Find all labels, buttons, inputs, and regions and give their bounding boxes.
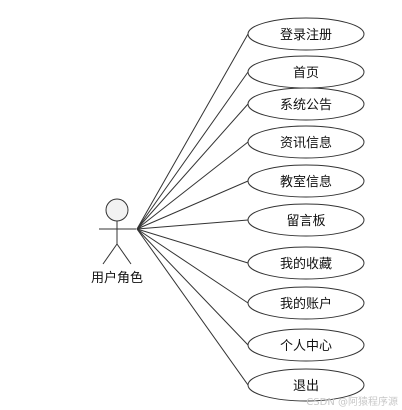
use-case-ellipse [247,246,365,280]
use-case: 退出 [247,368,365,402]
use-case-label: 首页 [293,66,319,81]
association-line [136,228,249,346]
use-case-label: 登录注册 [280,28,332,43]
association-line [136,71,249,230]
use-case: 首页 [247,55,365,89]
use-case-ellipse [247,328,365,362]
association-line [136,141,249,230]
use-case: 个人中心 [247,328,365,362]
association-line [136,180,249,230]
use-case: 登录注册 [247,17,365,51]
use-case: 我的账户 [247,286,365,320]
association-line [136,228,249,386]
use-case: 我的收藏 [247,246,365,280]
watermark: CSDN @阿猿程序源 [306,397,398,408]
use-case-ellipse [247,125,365,159]
use-case: 教室信息 [247,164,365,198]
use-case: 系统公告 [247,87,365,121]
actor-head [105,198,129,222]
use-case: 留言板 [247,203,365,237]
actor-label: 用户角色 [91,270,143,286]
actor-right-leg [116,243,132,265]
use-case-label: 留言板 [286,214,325,229]
actor-figure [99,198,136,265]
association-line [136,33,249,230]
use-case-label: 资讯信息 [280,135,332,151]
use-case-ellipse [247,164,365,198]
association-line [136,103,249,230]
use-case-ellipse [247,17,365,51]
use-case: 资讯信息 [247,125,365,159]
association-line [136,219,249,230]
association-line [136,228,249,264]
use-case-ellipse [247,87,365,121]
use-case-ellipse [247,286,365,320]
use-case-label: 退出 [293,379,319,394]
use-case-label: 教室信息 [280,174,332,190]
use-case-ellipse [247,203,365,237]
use-case-label: 我的收藏 [280,256,332,272]
use-case-label: 系统公告 [280,98,332,113]
actor-left-leg [102,243,118,265]
association-lines [136,33,249,386]
use-case-label: 个人中心 [280,339,332,354]
use-case-ellipse [247,368,365,402]
use-case-label: 我的账户 [280,296,332,312]
association-line [136,228,249,304]
